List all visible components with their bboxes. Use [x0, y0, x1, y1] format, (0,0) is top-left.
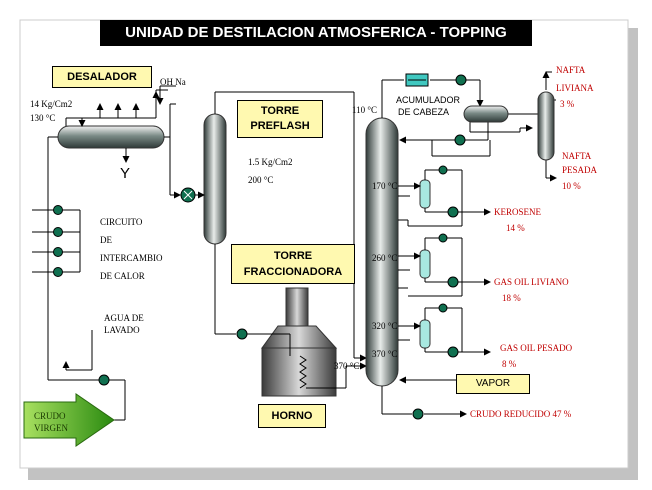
desalador-temp-label: 130 °C: [30, 113, 56, 123]
kerosene-pct: 14 %: [506, 223, 525, 233]
preflash-tower: [203, 113, 227, 245]
overhead-valve-icon: [455, 74, 467, 86]
top-temp-label: 110 °C: [352, 105, 378, 115]
nafta-liviana-label-1: NAFTA: [556, 65, 586, 75]
exchanger-valve-2: [53, 227, 63, 237]
accumulator-vessel: [463, 105, 509, 123]
gasoil-liviano-label: GAS OIL LIVIANO: [494, 277, 569, 287]
column-bottom-temp-label: 370 °C: [372, 349, 398, 359]
desalter-vessel: [57, 125, 165, 149]
gasoil-pesado-pct: 8 %: [502, 359, 517, 369]
gasoil-liviano-valve-icon: [438, 233, 448, 243]
crude-pump-icon: [98, 374, 110, 386]
vapor-label: VAPOR: [475, 378, 511, 389]
horno-label: HORNO: [271, 410, 313, 422]
stripper-gasoil-pesado: [419, 319, 431, 349]
furnace-stack: [285, 287, 309, 327]
torre-preflash-label-1: TORRE: [260, 105, 300, 117]
bottoms-pump-icon: [412, 408, 424, 420]
side-stripper-kerosene-group: [398, 165, 491, 227]
furnace-body: [261, 347, 337, 397]
preflash-lines: [195, 91, 367, 362]
vapor-label-box: VAPOR: [456, 374, 530, 394]
exchanger-valve-3: [53, 247, 63, 257]
nafta-pesada-pct: 10 %: [562, 181, 581, 191]
torre-preflash-label-2: PREFLASH: [250, 120, 310, 132]
diagram-title: UNIDAD DE DESTILACION ATMOSFERICA - TOPP…: [100, 20, 532, 46]
preflash-temp-label: 200 °C: [248, 175, 274, 185]
circuito-label-1: CIRCUITO: [100, 217, 143, 227]
furnace-outlet-temp-label: 370 °C: [334, 361, 360, 371]
nafta-liviana-label-2: LIVIANA: [556, 83, 594, 93]
desalador-label: DESALADOR: [67, 71, 137, 83]
kerosene-valve-icon: [438, 165, 448, 175]
agua-lavado-label-2: LAVADO: [104, 325, 140, 335]
stripper-gasoil-liviano: [419, 249, 431, 279]
nafta-liviana-pct: 3 %: [560, 99, 575, 109]
gasoil-liviano-pump-icon: [447, 276, 459, 288]
naphtha-splitter: [537, 91, 555, 161]
ohna-label: OH Na: [160, 77, 186, 87]
agua-lavado-label-1: AGUA DE: [104, 313, 144, 323]
exchanger-valve-4: [53, 267, 63, 277]
tray-temp-170-label: 170 °C: [372, 181, 398, 191]
furnace-lines: [247, 333, 367, 389]
torre-preflash-label-box: TORRE PREFLASH: [237, 100, 323, 138]
kerosene-pump-icon: [447, 206, 459, 218]
acumulador-label-2: DE CABEZA: [398, 107, 450, 117]
preflash-pressure-label: 1.5 Kg/Cm2: [248, 157, 293, 167]
gasoil-pesado-pump-icon: [447, 346, 459, 358]
gasoil-pesado-label: GAS OIL PESADO: [500, 343, 573, 353]
crudo-virgen-arrow: [23, 393, 115, 447]
exchanger-valve-1: [53, 205, 63, 215]
fractionator-column: [365, 117, 399, 387]
tray-temp-260-label: 260 °C: [372, 253, 398, 263]
desalador-pressure-label: 14 Kg/Cm2: [30, 99, 73, 109]
tray-temp-320-label: 320 °C: [372, 321, 398, 331]
preheater-cross-2: [183, 190, 193, 200]
crudo-reducido-label: CRUDO REDUCIDO 47 %: [470, 409, 572, 419]
furnace-coil: [299, 355, 307, 389]
kerosene-label: KEROSENE: [494, 207, 541, 217]
nafta-pesada-label-2: PESADA: [562, 165, 598, 175]
crudo-virgen-label-1: CRUDO: [34, 411, 66, 421]
side-stripper-gasoil-pesado-group: [398, 303, 491, 358]
gasoil-liviano-pct: 18 %: [502, 293, 521, 303]
circuito-label-2: DE: [100, 235, 112, 245]
circuito-label-4: DE CALOR: [100, 271, 145, 281]
reflux-pump-icon: [454, 134, 466, 146]
desalador-label-box: DESALADOR: [52, 66, 152, 88]
circuito-label-3: INTERCAMBIO: [100, 253, 163, 263]
horno-label-box: HORNO: [258, 404, 326, 428]
acumulador-label-1: ACUMULADOR: [396, 95, 461, 105]
stripper-kerosene: [419, 179, 431, 209]
torre-frac-label-2: FRACCIONADORA: [243, 266, 343, 278]
torre-frac-label-1: TORRE: [273, 250, 313, 262]
side-stripper-gasoil-liviano-group: [398, 233, 491, 297]
gasoil-pesado-valve-icon: [438, 303, 448, 313]
water-outlet-symbol: Y: [120, 165, 131, 182]
desalter-feed-lines: [32, 85, 181, 421]
bottoms-lines: [381, 376, 467, 418]
torre-fraccionadora-label-box: TORRE FRACCIONADORA: [231, 244, 355, 284]
crudo-virgen-label-2: VIRGEN: [34, 423, 68, 433]
preflash-bottom-pump-icon: [236, 328, 248, 340]
nafta-pesada-label-1: NAFTA: [562, 151, 592, 161]
